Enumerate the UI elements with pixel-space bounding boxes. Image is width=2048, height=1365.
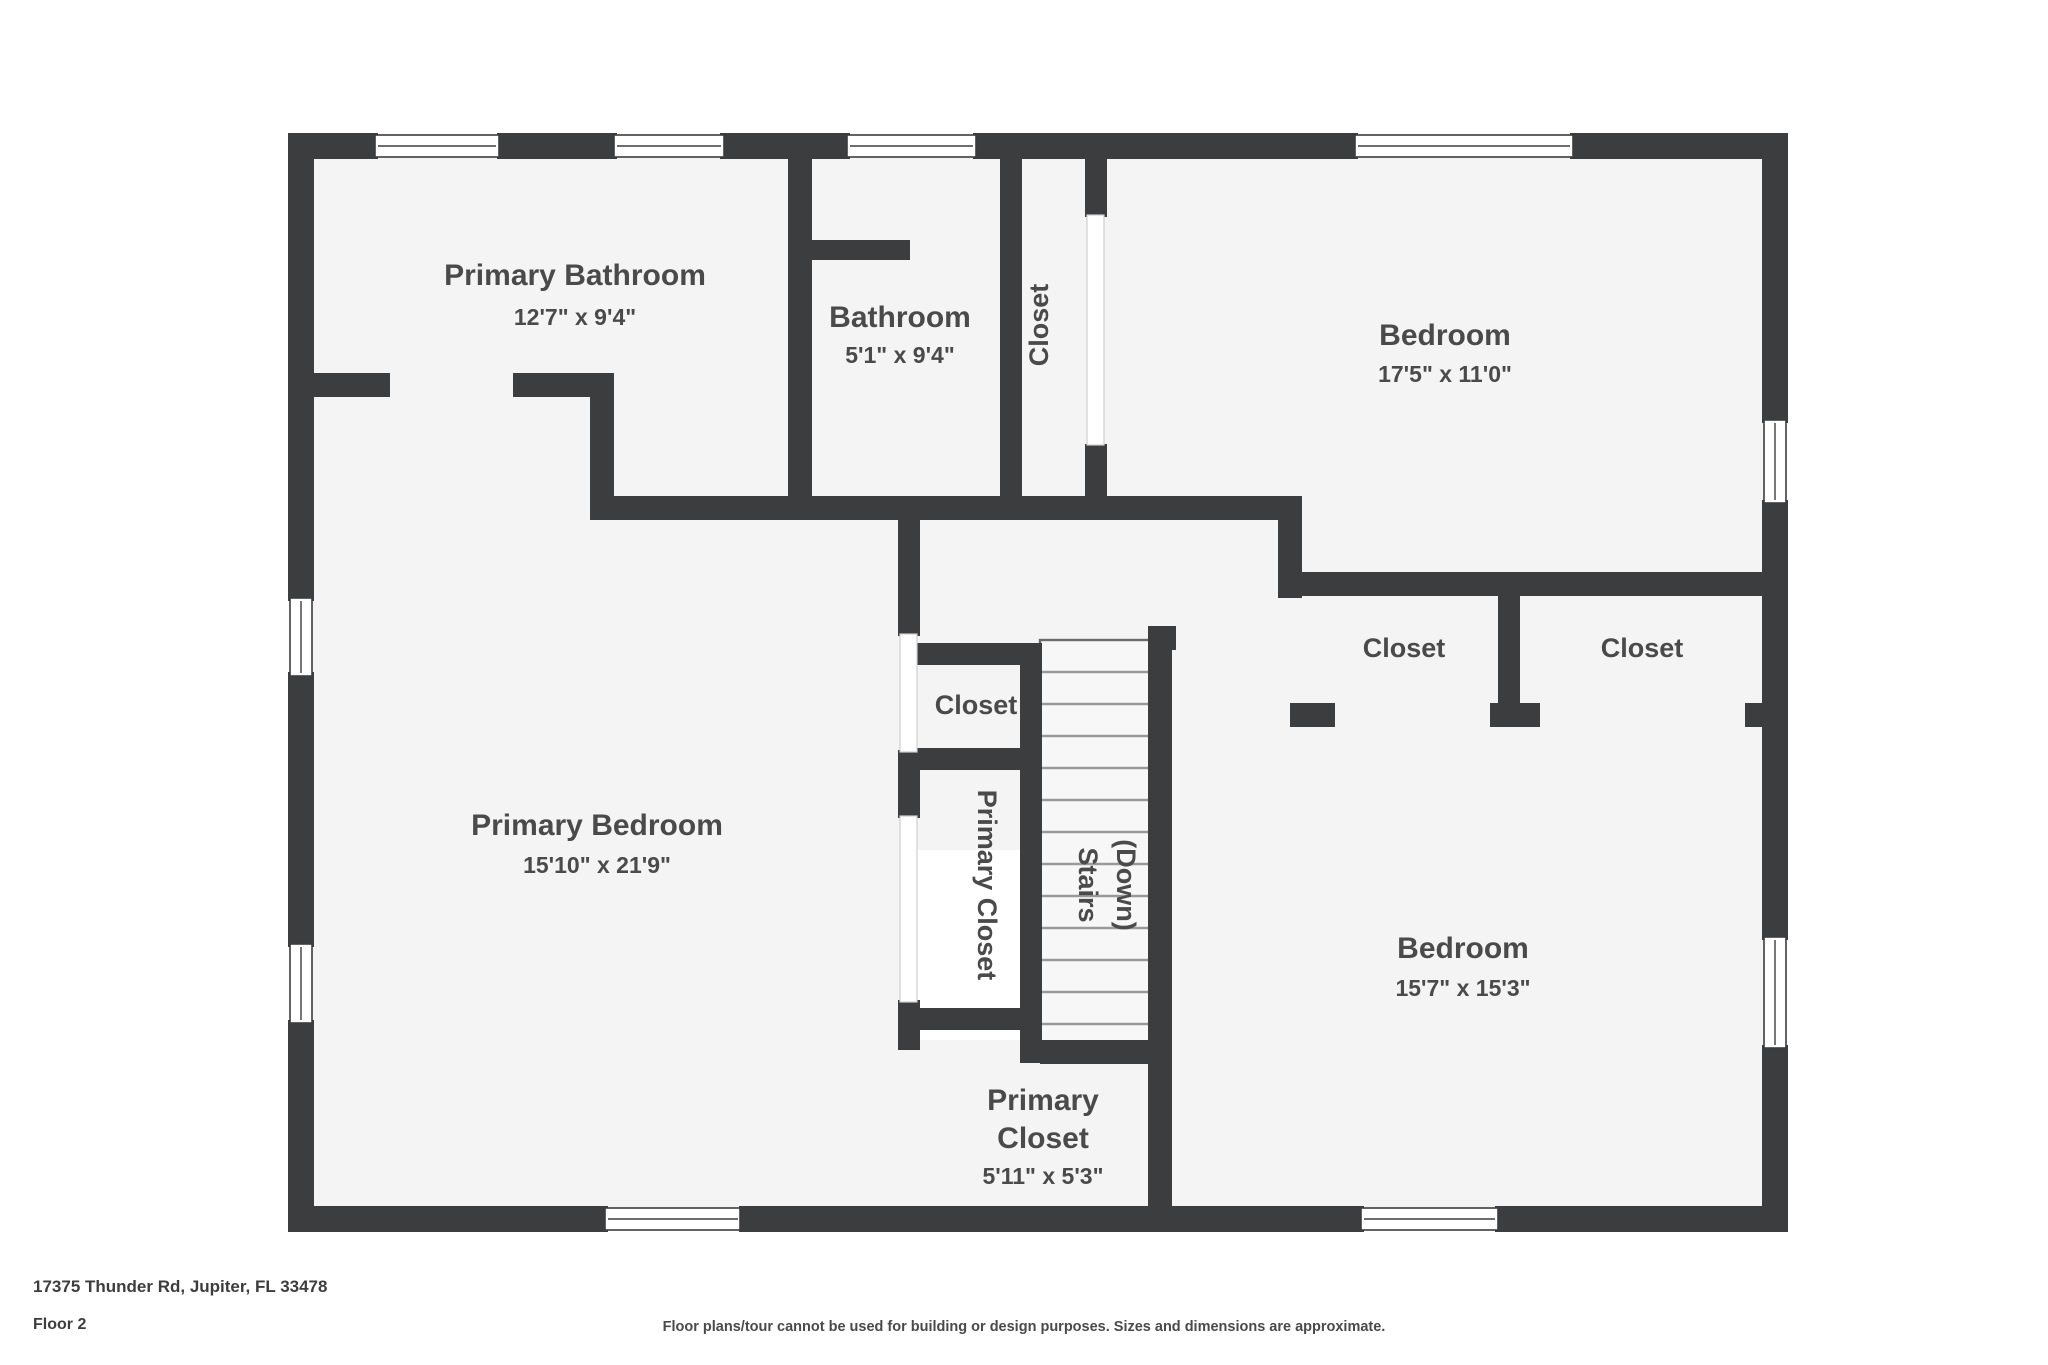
- label-bathroom-dim: 5'1" x 9'4": [845, 342, 955, 368]
- window-left-1: [289, 597, 313, 677]
- floor-label: Floor 2: [33, 1316, 87, 1333]
- fill-primary-bathroom: [290, 135, 800, 385]
- window-top-3: [846, 134, 977, 158]
- label-bedroom-bottom-right-name: Bedroom: [1397, 932, 1529, 965]
- label-stairs-line1: Stairs: [1073, 847, 1103, 922]
- window-top-2: [613, 134, 725, 158]
- fill-primary-bedroom: [290, 385, 910, 1230]
- window-left-2: [289, 943, 313, 1024]
- window-top-1: [374, 134, 500, 158]
- disclaimer-text: Floor plans/tour cannot be used for buil…: [662, 1319, 1386, 1335]
- label-closet-right-2: Closet: [1601, 633, 1684, 663]
- window-right-2: [1763, 936, 1787, 1049]
- label-closet-center: Closet: [935, 690, 1018, 720]
- windows: [289, 134, 1787, 1231]
- label-primary-closet-bottom-dim: 5'11" x 5'3": [982, 1163, 1103, 1189]
- door-hall-to-primary-bedroom: [899, 633, 918, 753]
- window-top-4: [1354, 134, 1574, 158]
- label-stairs-line2: (Down): [1111, 839, 1141, 930]
- label-bedroom-bottom-right-dim: 15'7" x 15'3": [1395, 975, 1530, 1001]
- walls: [288, 133, 1788, 1232]
- label-primary-bathroom-name: Primary Bathroom: [444, 259, 706, 292]
- property-address: 17375 Thunder Rd, Jupiter, FL 33478: [33, 1277, 328, 1296]
- label-primary-closet-bottom-line1: Primary: [987, 1084, 1099, 1117]
- label-primary-bedroom-name: Primary Bedroom: [471, 809, 723, 842]
- label-primary-closet-vertical: Primary Closet: [972, 790, 1002, 981]
- label-primary-bedroom-dim: 15'10" x 21'9": [523, 852, 671, 878]
- label-closet-top: Closet: [1024, 284, 1054, 367]
- label-primary-bathroom-dim: 12'7" x 9'4": [514, 304, 636, 330]
- label-bedroom-top-right-name: Bedroom: [1379, 319, 1511, 352]
- label-closet-right-1: Closet: [1363, 633, 1446, 663]
- fill-primary-closet-bottom: [910, 1040, 1160, 1230]
- stair-treads: [1042, 670, 1158, 1026]
- fill-closet-band: [1300, 580, 1785, 715]
- label-bathroom-name: Bathroom: [829, 301, 971, 334]
- door-openings: [899, 214, 1105, 1003]
- door-closet-top: [1086, 214, 1105, 446]
- window-bottom-1: [604, 1207, 741, 1231]
- fill-bedroom-bottom-right: [1160, 700, 1785, 1230]
- label-primary-closet-bottom-line2: Closet: [997, 1122, 1089, 1155]
- door-primary-closet-opening: [899, 815, 918, 1003]
- window-bottom-2: [1360, 1207, 1499, 1231]
- room-labels: Primary Bathroom 12'7" x 9'4" Bathroom 5…: [444, 259, 1683, 1189]
- room-fills: [290, 135, 1785, 1230]
- fill-stairs: [1040, 640, 1160, 1060]
- label-bedroom-top-right-dim: 17'5" x 11'0": [1378, 361, 1512, 387]
- fill-bathroom: [800, 135, 1000, 510]
- window-right-1: [1763, 419, 1787, 504]
